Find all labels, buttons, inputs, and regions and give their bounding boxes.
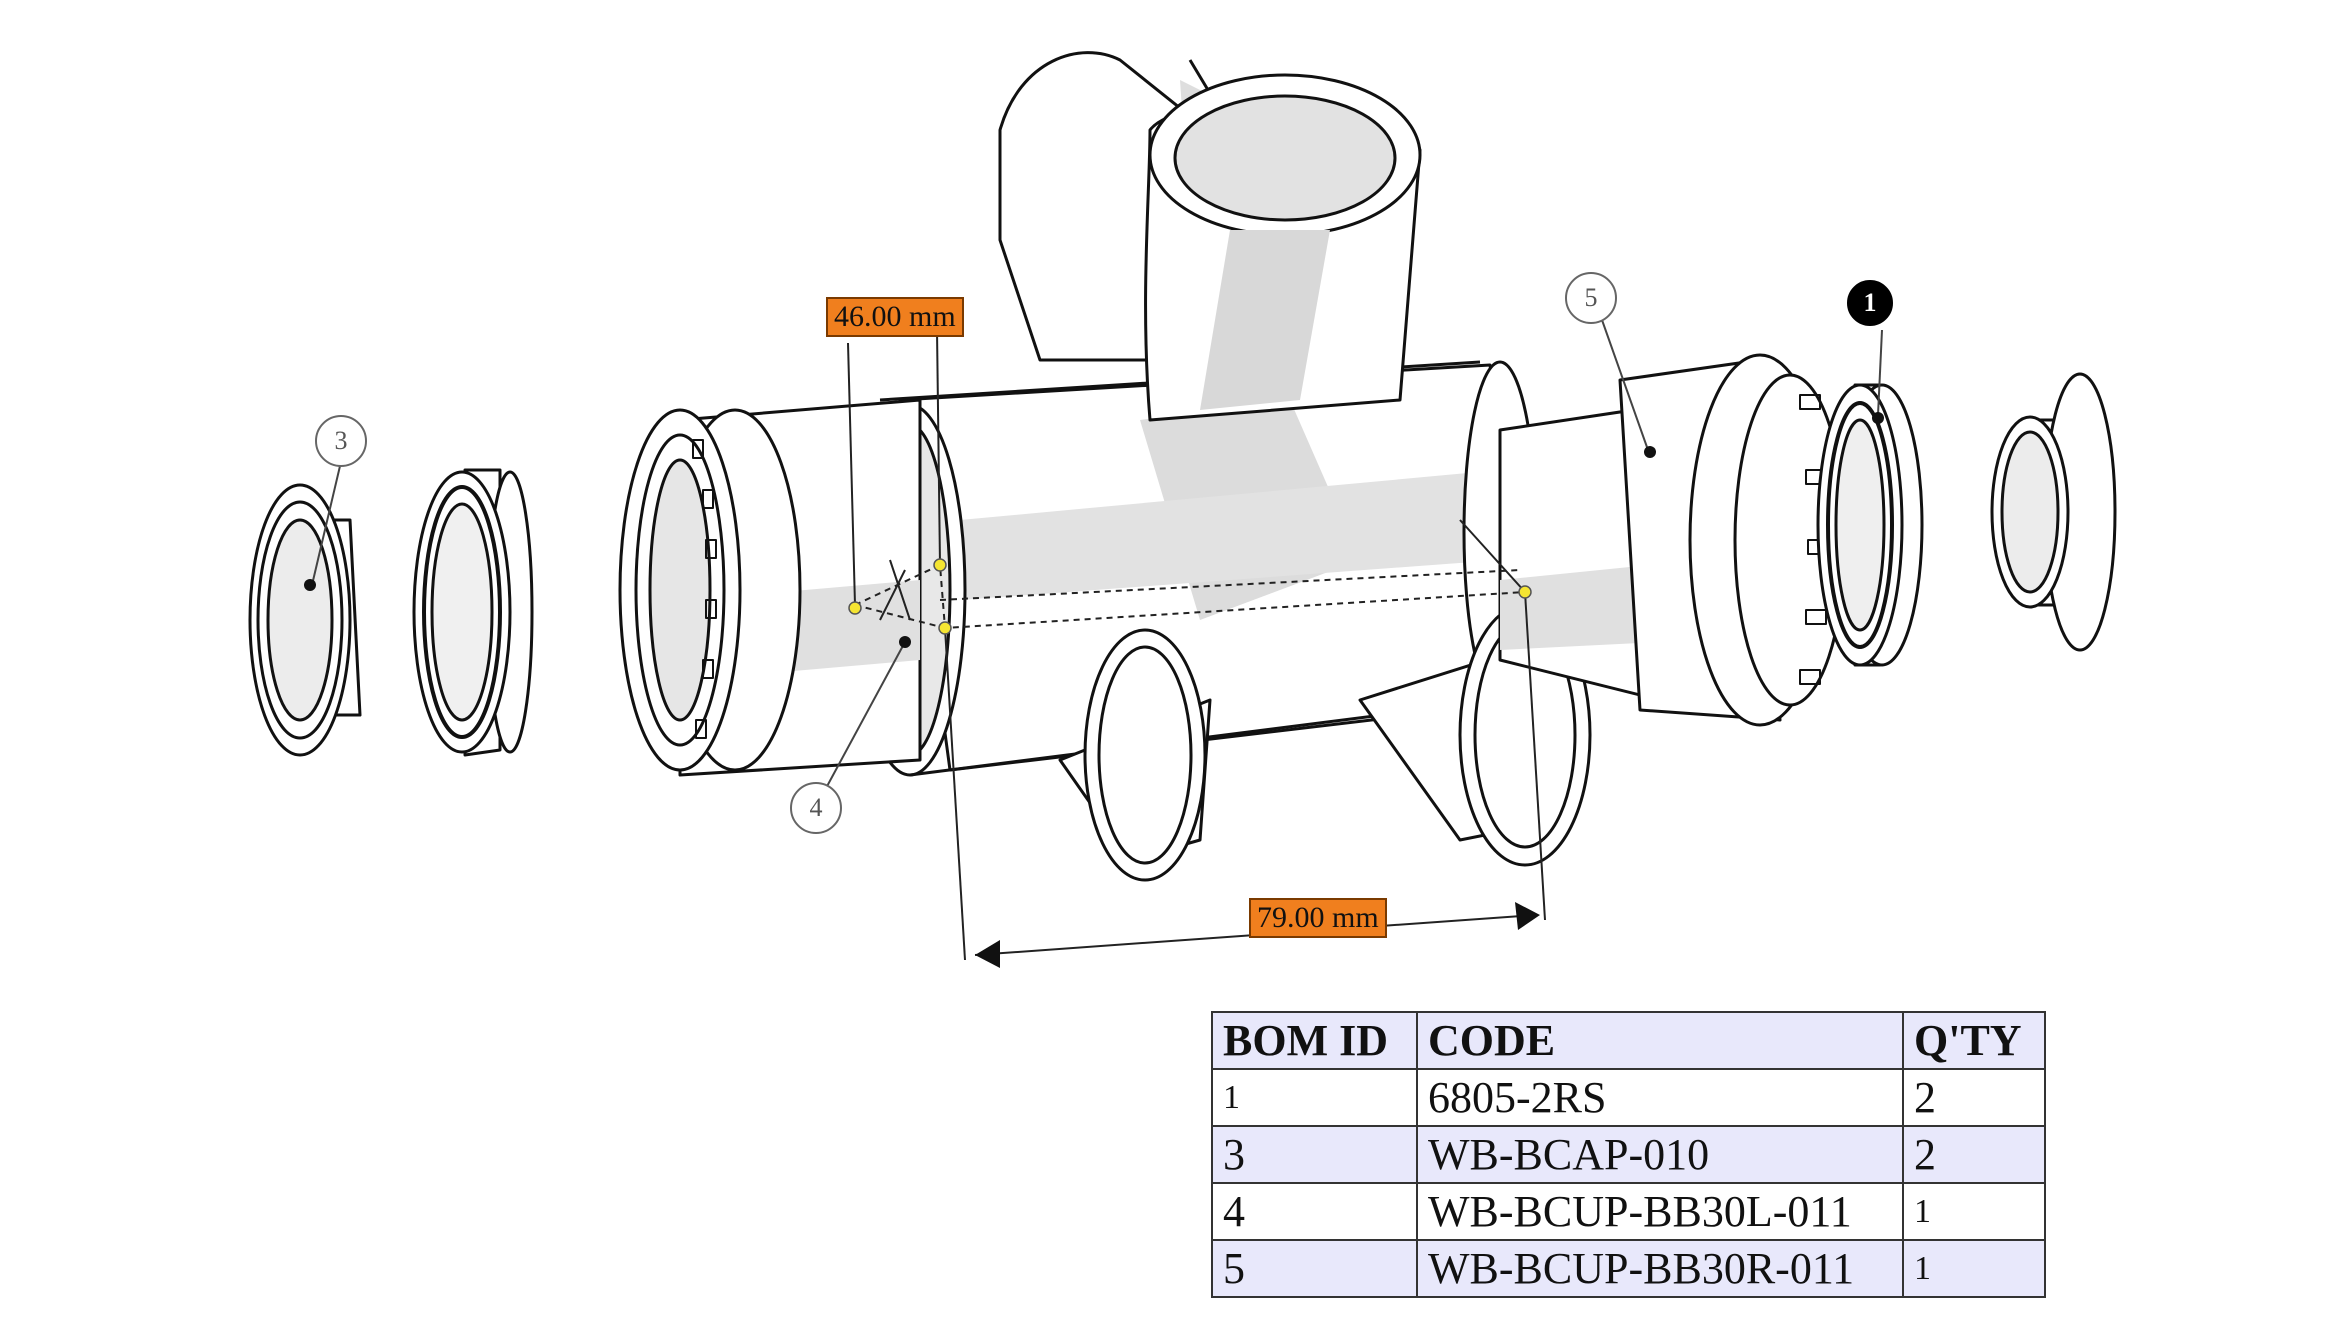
bom-header-code: CODE (1416, 1011, 1904, 1070)
bom-row: 1 6805-2RS 2 (1211, 1068, 2046, 1127)
bom-cell-qty: 2 (1902, 1125, 2046, 1184)
balloon-5: 5 (1565, 272, 1617, 324)
balloon-4: 4 (790, 782, 842, 834)
balloon-3: 3 (315, 415, 367, 467)
bom-header-qty: Q'TY (1902, 1011, 2046, 1070)
bom-cell-code: WB-BCAP-010 (1416, 1125, 1904, 1184)
bom-cell-qty: 1 (1902, 1239, 2046, 1298)
bom-cell-code: WB-BCUP-BB30L-011 (1416, 1182, 1904, 1241)
bom-row: 4 WB-BCUP-BB30L-011 1 (1211, 1182, 2046, 1241)
right-bearing (1816, 383, 1924, 667)
bom-cell-id: 1 (1211, 1068, 1418, 1127)
left-bb-cup (618, 398, 922, 777)
bom-table: BOM ID CODE Q'TY 1 6805-2RS 2 3 WB-BCAP-… (1211, 1011, 2046, 1298)
bom-header-id: BOM ID (1211, 1011, 1418, 1070)
bom-header-row: BOM ID CODE Q'TY (1211, 1011, 2046, 1070)
dimension-label-length: 79.00 mm (1249, 898, 1387, 938)
down-tube (1144, 73, 1422, 422)
right-bearing-cap (1990, 372, 2117, 652)
bom-cell-id: 4 (1211, 1182, 1418, 1241)
bom-cell-qty: 2 (1902, 1068, 2046, 1127)
chainstay-left (1058, 628, 1212, 882)
dimension-label-diameter: 46.00 mm (826, 297, 964, 337)
balloon-1: 1 (1847, 280, 1893, 326)
leader-lines (304, 319, 1884, 791)
bom-row: 3 WB-BCAP-010 2 (1211, 1125, 2046, 1184)
bom-cell-qty: 1 (1902, 1182, 2046, 1241)
right-bb-cup (1498, 353, 1847, 727)
bom-row: 5 WB-BCUP-BB30R-011 1 (1211, 1239, 2046, 1298)
callout-points (848, 558, 1532, 635)
bom-cell-code: WB-BCUP-BB30R-011 (1416, 1239, 1904, 1298)
bom-cell-id: 3 (1211, 1125, 1418, 1184)
left-bearing-cap (248, 483, 362, 757)
bom-cell-id: 5 (1211, 1239, 1418, 1298)
bom-cell-code: 6805-2RS (1416, 1068, 1904, 1127)
left-bearing (412, 468, 534, 757)
